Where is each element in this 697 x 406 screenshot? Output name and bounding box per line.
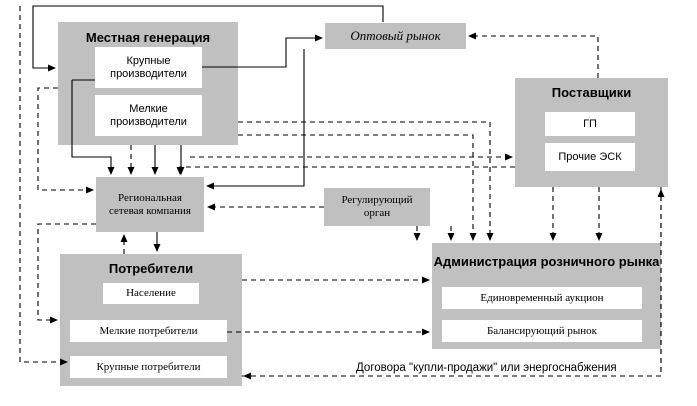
- contracts-caption: Договора "купли-продажи" или энергоснабж…: [356, 362, 617, 374]
- large-consumers-box: Крупные потребители: [70, 356, 227, 378]
- auction-box: Единовременный аукцион: [442, 287, 642, 309]
- arrow-suppliers-to-grid: [176, 166, 515, 175]
- population-box: Население: [103, 283, 199, 304]
- small-consumers-box: Мелкие потребители: [70, 320, 227, 342]
- left-loop-2: [37, 223, 96, 324]
- arrow-consumers-to-suppliers: [242, 189, 665, 377]
- arrow-large-producers-to-wholesale: [202, 34, 323, 68]
- arrow-gen-to-admin-1: [238, 121, 494, 241]
- left-loop-3: [19, 6, 68, 366]
- arrow-wholesale-to-grid: [206, 49, 305, 190]
- arrow-gen-to-admin-2: [238, 134, 477, 241]
- top-left-loop-to-local-gen: [32, 5, 384, 72]
- arrow-large-producers-to-grid: [71, 79, 111, 174]
- gp-box: ГП: [545, 112, 635, 136]
- suppliers-title: Поставщики: [551, 85, 632, 100]
- balancing-market-box: Балансирующий рынок: [442, 320, 642, 342]
- consumers-title: Потребители: [108, 261, 194, 276]
- arrow-suppliers-to-wholesale: [468, 32, 599, 78]
- left-loop-1: [37, 87, 94, 194]
- local-generation-title: Местная генерация: [85, 30, 211, 45]
- other-esk-box: Прочие ЭСК: [545, 143, 635, 171]
- regulator-box: Регулирующий орган: [324, 188, 430, 226]
- wholesale-market-box: Оптовый рынок: [325, 23, 466, 49]
- grid-company-box: Региональная сетевая компания: [96, 177, 204, 232]
- large-producers-box: Крупные производители: [95, 47, 202, 88]
- retail-admin-title: Администрация розничного рынка: [433, 254, 660, 269]
- small-producers-box: Мелкие производители: [95, 95, 202, 136]
